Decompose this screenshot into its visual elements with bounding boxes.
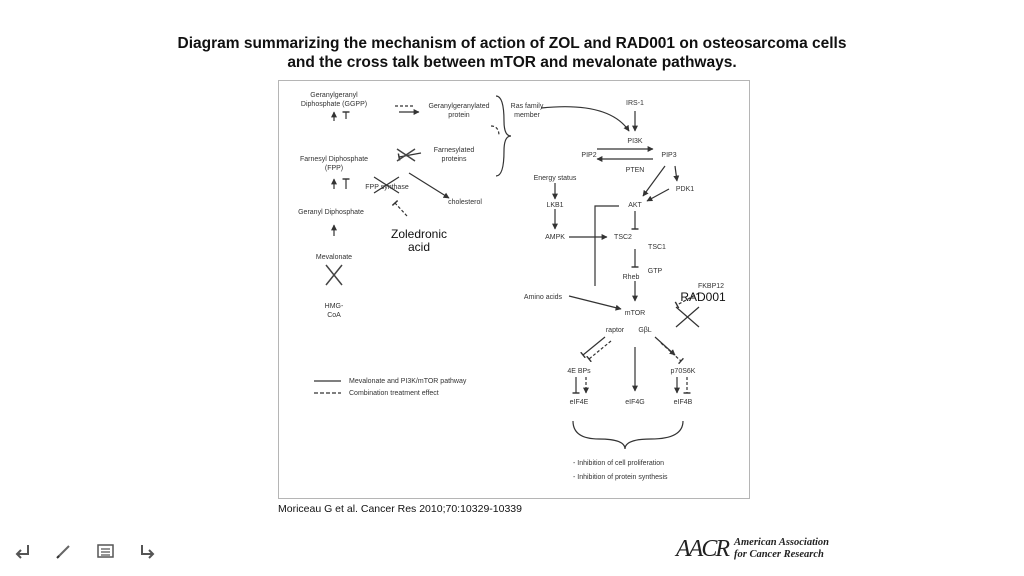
node-geranyl: Geranyl Diphosphate	[298, 209, 364, 216]
arrow-mtor-p70	[654, 336, 676, 356]
logo-line-1: American Association	[734, 537, 829, 548]
node-4ebp: 4E BPs	[567, 368, 591, 375]
node-farnesylated-2: proteins	[442, 156, 467, 163]
node-mevalonate: Mevalonate	[316, 254, 352, 261]
forward-arrow-icon[interactable]	[138, 542, 158, 560]
node-zoledronic-2: acid	[408, 240, 430, 254]
node-farnesylated-1: Farnesylated	[434, 147, 475, 154]
node-gg-protein-1: Geranylgeranylated	[428, 103, 489, 110]
node-energy: Energy status	[534, 175, 577, 182]
slide-title: Diagram summarizing the mechanism of act…	[0, 34, 1024, 72]
node-fkbp12: FKBP12	[698, 283, 724, 290]
node-pdk1: PDK1	[676, 186, 694, 193]
node-irs1: IRS-1	[626, 100, 644, 107]
node-ras-1: Ras family	[511, 103, 544, 110]
node-hmg-1: HMG-	[325, 303, 344, 310]
node-gg-protein-2: protein	[448, 112, 470, 119]
solid-mtor-4ebp	[580, 336, 606, 359]
node-pi3k: PI3K	[627, 138, 643, 145]
zol-block	[391, 200, 408, 217]
pathway-diagram: Geranylgeranyl Diphosphate (GGPP) Gerany…	[278, 80, 750, 499]
dashed-mtor-p70	[660, 342, 684, 365]
node-ampk: AMPK	[545, 234, 565, 241]
node-eif4e: eIF4E	[570, 399, 589, 406]
brace-outcome	[572, 420, 684, 450]
logo-text: American Association for Cancer Research	[734, 537, 829, 561]
node-zoledronic-1: Zoledronic	[391, 227, 447, 241]
node-p70: p70S6K	[671, 368, 696, 375]
node-eif4b: eIF4B	[674, 399, 693, 406]
farnesyl-block-icon	[396, 148, 416, 162]
node-gbl: GβL	[638, 327, 651, 334]
menu-icon[interactable]	[96, 542, 116, 560]
node-gtp: GTP	[648, 268, 663, 275]
outcome-2: - Inhibition of protein synthesis	[573, 474, 668, 481]
dashed-ras	[490, 125, 500, 137]
cross-rad001-2	[675, 306, 700, 328]
node-raptor: raptor	[606, 327, 625, 334]
node-ras-2: member	[514, 112, 540, 119]
node-pten: PTEN	[626, 167, 645, 174]
node-pip2: PIP2	[581, 152, 596, 159]
cross-fpp-synthase-2	[373, 176, 400, 194]
title-line-1: Diagram summarizing the mechanism of act…	[177, 35, 847, 52]
arrow-amino-mtor	[568, 295, 622, 311]
citation: Moriceau G et al. Cancer Res 2010;70:103…	[278, 503, 522, 515]
node-ggpp-1: Geranylgeranyl	[310, 92, 358, 99]
node-rad001: RAD001	[680, 290, 726, 304]
node-fpp-synthase: FPP synthase	[365, 184, 409, 191]
pen-icon[interactable]	[54, 542, 74, 560]
arrow-cholesterol	[408, 172, 450, 199]
logo-mark: AACR	[676, 536, 730, 562]
node-tsc1: TSC1	[648, 244, 666, 251]
brace-prenylation	[495, 95, 512, 177]
node-rheb: Rheb	[623, 274, 640, 281]
arrow-pip3-pdk1	[673, 165, 680, 182]
node-tsc2: TSC2	[614, 234, 632, 241]
legend-solid: Mevalonate and PI3K/mTOR pathway	[349, 378, 467, 385]
node-lkb1: LKB1	[546, 202, 563, 209]
dashed-mtor-4ebp	[586, 340, 612, 363]
title-line-2: and the cross talk between mTOR and meva…	[287, 54, 737, 71]
node-ggpp-2: Diphosphate (GGPP)	[301, 101, 367, 108]
hmg-block-icon	[325, 264, 343, 286]
arrow-ras-pi3k	[540, 106, 630, 132]
node-hmg-2: CoA	[327, 312, 341, 319]
node-amino: Amino acids	[524, 294, 563, 301]
block-farnesylation	[397, 152, 422, 161]
aacr-logo: AACR American Association for Cancer Res…	[676, 534, 836, 564]
logo-line-2: for Cancer Research	[734, 549, 824, 560]
line-akt-bypass	[594, 205, 619, 286]
diagram-canvas: Geranylgeranyl Diphosphate (GGPP) Gerany…	[298, 92, 726, 481]
rad001-block	[674, 292, 700, 309]
node-mtor: mTOR	[625, 310, 645, 317]
node-eif4g: eIF4G	[625, 399, 644, 406]
node-fpp-1: Farnesyl Diphosphate	[300, 156, 368, 163]
outcome-1: - Inhibition of cell proliferation	[573, 460, 664, 467]
node-pip3: PIP3	[661, 152, 676, 159]
legend-dashed: Combination treatment effect	[349, 390, 439, 397]
arrow-pip3-akt	[642, 165, 666, 197]
node-cholesterol: cholesterol	[448, 199, 482, 206]
arrow-pdk1-akt	[646, 188, 670, 202]
node-akt: AKT	[628, 202, 642, 209]
back-arrow-icon[interactable]	[12, 542, 32, 560]
node-fpp-2: (FPP)	[325, 165, 343, 172]
